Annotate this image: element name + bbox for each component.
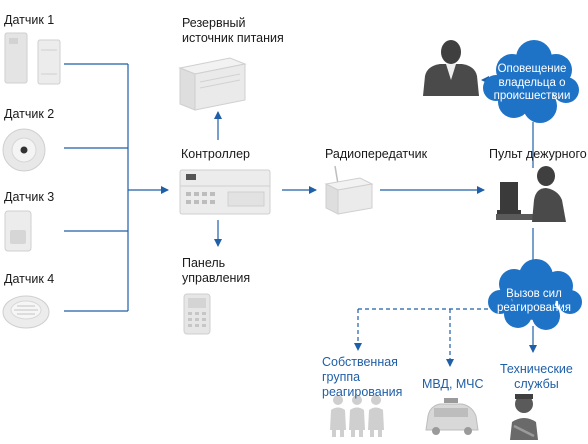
response-call-line2: реагирования [497, 301, 571, 314]
own-group-label-line3: реагирования [322, 385, 403, 399]
controller-label: Контроллер [181, 147, 250, 161]
security-team-icon [330, 395, 384, 437]
control-panel-label-line2: управления [182, 271, 251, 285]
owner-notification-line3: происшествии [493, 90, 571, 102]
sensor-3-label: Датчик 3 [4, 190, 55, 204]
own-group-label-line2: группа [322, 370, 361, 384]
control-panel-label: Панель управления [182, 256, 250, 286]
technical-services-label: Технические службы [500, 362, 573, 392]
owner-notification-line1: Оповещение [497, 63, 567, 75]
duty-console-label: Пульт дежурного [489, 147, 587, 161]
own-group-label: Собственная группа реагирования [322, 355, 402, 400]
technical-services-label-line2: службы [514, 377, 559, 391]
sensor-2-label: Датчик 2 [4, 107, 55, 121]
police-emergency-label: МВД, МЧС [422, 377, 484, 391]
radio-transmitter-label: Радиопередатчик [325, 147, 428, 161]
control-panel-label-line1: Панель [182, 256, 226, 270]
door-magnet-sensor-icon [4, 32, 61, 85]
owner-notification-cloud-text: Оповещение владельца о происшествии [490, 63, 574, 104]
power-supply-label-line1: Резервный [182, 16, 246, 30]
power-supply-label: Резервный источник питания [182, 16, 284, 46]
controller-icon [179, 169, 271, 215]
operator-icon [496, 166, 566, 222]
keypad-icon [183, 293, 211, 335]
glass-break-sensor-icon [2, 128, 46, 172]
notify-cloud-shape [483, 40, 579, 123]
sensor-1-label: Датчик 1 [4, 13, 55, 27]
power-supply-icon [178, 57, 247, 111]
motion-sensor-icon [4, 210, 32, 252]
power-supply-label-line2: источник питания [182, 31, 284, 45]
response-call-line1: Вызов сил [506, 288, 562, 300]
technician-icon [510, 394, 538, 440]
owner-notification-line2: владельца о [498, 76, 566, 89]
owner-person-icon [423, 40, 479, 96]
radio-transmitter-icon [324, 165, 374, 215]
smoke-detector-icon [2, 295, 50, 329]
response-call-cloud-text: Вызов сил реагирования [494, 288, 574, 315]
technical-services-label-line1: Технические [500, 362, 573, 376]
sensor-4-label: Датчик 4 [4, 272, 55, 286]
police-car-icon [425, 398, 479, 435]
response-cloud-shape [488, 259, 582, 330]
own-group-label-line1: Собственная [322, 355, 398, 369]
